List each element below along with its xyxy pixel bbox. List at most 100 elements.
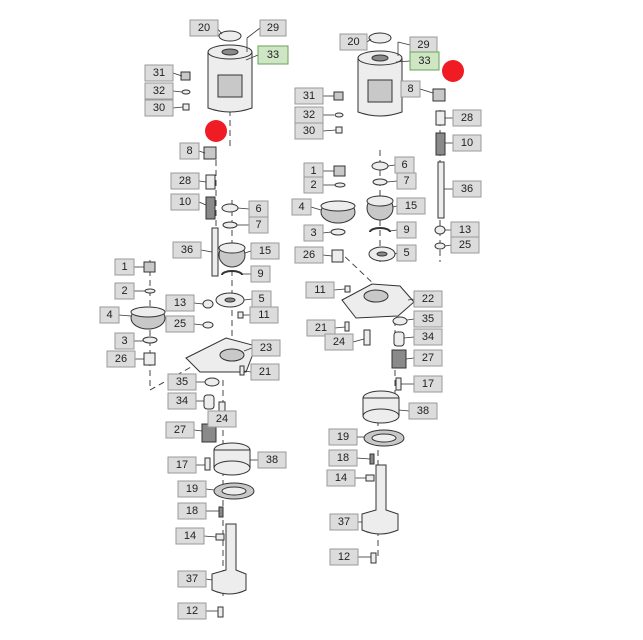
- left-bolt-31: [180, 71, 191, 81]
- part-label: 4: [99, 306, 120, 324]
- right-nut-8: [432, 88, 446, 102]
- svg-text:34: 34: [422, 331, 434, 343]
- part-label: 29: [259, 19, 287, 37]
- svg-text:10: 10: [179, 196, 191, 208]
- right-nut-30: [335, 126, 343, 134]
- part-label: 19: [328, 428, 358, 446]
- svg-text:9: 9: [257, 268, 263, 280]
- part-label: 10: [170, 193, 200, 211]
- svg-text:25: 25: [459, 239, 471, 251]
- svg-text:25: 25: [174, 318, 186, 330]
- left-nut-1: [143, 261, 156, 273]
- svg-text:38: 38: [417, 405, 429, 417]
- svg-text:9: 9: [403, 224, 409, 236]
- left-washer-2: [144, 288, 156, 294]
- svg-text:7: 7: [255, 219, 261, 231]
- svg-text:5: 5: [258, 293, 264, 305]
- left-pin-18: [218, 506, 224, 518]
- left-screw-11: [237, 311, 244, 319]
- part-label: 26: [294, 246, 324, 264]
- right-spring-10: [435, 132, 446, 156]
- part-label: 6: [394, 156, 415, 174]
- right-labels: 20 29 33 8 31 32 30 28 10 1 6 2 7 36 4 1…: [291, 33, 482, 566]
- svg-text:24: 24: [216, 413, 228, 425]
- right-screw-21: [344, 321, 350, 332]
- svg-text:34: 34: [176, 395, 188, 407]
- part-label: 35: [413, 310, 443, 328]
- svg-text:31: 31: [303, 90, 315, 102]
- part-label: 28: [170, 172, 200, 190]
- svg-text:20: 20: [198, 22, 210, 34]
- part-label: 30: [144, 99, 174, 117]
- left-screw-17: [204, 457, 211, 471]
- part-label: 38: [408, 402, 438, 420]
- svg-text:13: 13: [174, 297, 186, 309]
- part-label: 23: [251, 339, 281, 357]
- svg-text:26: 26: [115, 353, 127, 365]
- svg-text:32: 32: [303, 109, 315, 121]
- part-label: 31: [144, 64, 174, 82]
- left-labels: 20 29 33 31 32 30 8 28 10 6 7 36 15 9 1 …: [99, 19, 289, 620]
- svg-text:27: 27: [174, 424, 186, 436]
- part-label: 9: [396, 221, 417, 239]
- part-label: 8: [179, 142, 200, 160]
- svg-text:24: 24: [333, 336, 345, 348]
- svg-text:36: 36: [181, 244, 193, 256]
- svg-text:19: 19: [337, 431, 349, 443]
- right-nut-1: [333, 165, 346, 177]
- right-pin-24: [363, 329, 371, 346]
- svg-text:36: 36: [461, 183, 473, 195]
- left-nut-13: [202, 299, 214, 309]
- svg-text:13: 13: [459, 224, 471, 236]
- svg-text:30: 30: [153, 102, 165, 114]
- part-label: 30: [294, 122, 324, 140]
- right-bearing-6: [371, 161, 389, 171]
- right-washer-32: [334, 112, 344, 118]
- svg-text:19: 19: [186, 483, 198, 495]
- right-shaft-36: [437, 161, 445, 219]
- part-label: 8: [400, 80, 421, 98]
- svg-text:37: 37: [338, 516, 350, 528]
- part-label: 31: [294, 87, 324, 105]
- svg-text:5: 5: [403, 247, 409, 259]
- svg-text:35: 35: [422, 313, 434, 325]
- svg-text:17: 17: [422, 378, 434, 390]
- svg-text:26: 26: [303, 249, 315, 261]
- part-label: 15: [396, 197, 426, 215]
- svg-text:15: 15: [259, 245, 271, 257]
- svg-text:28: 28: [461, 112, 473, 124]
- svg-text:12: 12: [338, 551, 350, 563]
- part-label: 28: [452, 109, 482, 127]
- part-label: 27: [413, 349, 443, 367]
- svg-text:33: 33: [418, 55, 430, 67]
- left-assembly: [130, 30, 257, 618]
- svg-text:3: 3: [310, 227, 316, 239]
- part-label: 25: [450, 236, 480, 254]
- left-output-shaft-37: [211, 523, 247, 595]
- part-label: 29: [409, 36, 438, 54]
- svg-text:12: 12: [186, 605, 198, 617]
- part-label: 17: [167, 456, 197, 474]
- part-label: 36: [172, 241, 202, 259]
- part-label: 37: [329, 513, 359, 531]
- svg-text:2: 2: [310, 179, 316, 191]
- right-pin-34: [393, 331, 405, 347]
- svg-text:22: 22: [422, 293, 434, 305]
- part-label: 18: [177, 502, 207, 520]
- svg-text:20: 20: [347, 36, 359, 48]
- left-pin-34: [203, 394, 215, 410]
- svg-text:10: 10: [461, 137, 473, 149]
- part-label: 38: [257, 451, 287, 469]
- part-label: 34: [167, 392, 197, 410]
- part-label: 22: [413, 290, 443, 308]
- part-label: 24: [324, 333, 354, 351]
- left-red-marker: [205, 120, 227, 142]
- part-label: 13: [450, 221, 480, 239]
- left-screw-21: [239, 365, 245, 376]
- part-label: 21: [306, 319, 336, 337]
- part-label: 7: [248, 216, 269, 234]
- part-label-highlighted: 33: [409, 51, 440, 71]
- svg-text:17: 17: [176, 459, 188, 471]
- svg-text:23: 23: [260, 342, 272, 354]
